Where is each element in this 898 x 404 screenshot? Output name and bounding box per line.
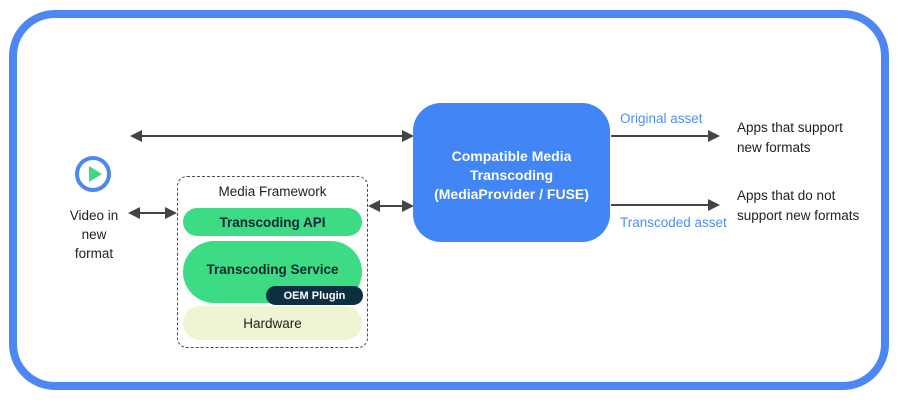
arrowhead-left-icon [128, 207, 140, 219]
media-framework-title: Media Framework [218, 184, 327, 199]
apps-no-support-label-line: support new formats [737, 207, 860, 223]
diagram-frame [9, 10, 889, 390]
transcoding-api-label: Transcoding API [219, 214, 326, 230]
arrow-line [132, 135, 412, 137]
arrow-video-to-media-framework [128, 207, 177, 219]
apps-support-label: Apps that support new formats [737, 118, 843, 157]
arrowhead-left-icon [368, 200, 380, 212]
arrow-video-to-transcoding [130, 130, 414, 142]
oem-plugin-label: OEM Plugin [283, 289, 346, 302]
arrowhead-right-icon [402, 200, 414, 212]
video-source-label-line: format [74, 246, 114, 261]
arrow-line [611, 135, 718, 137]
arrow-transcoded-asset [610, 199, 720, 211]
arrowhead-right-icon [165, 207, 177, 219]
video-source-label-line: Video in [69, 208, 119, 223]
arrow-line [370, 205, 412, 207]
transcoding-box-title-line: Transcoding [469, 167, 554, 183]
arrowhead-right-icon [402, 130, 414, 142]
transcoding-service-label: Transcoding Service [206, 261, 339, 277]
arrow-line [130, 212, 175, 214]
arrow-original-asset [610, 130, 720, 142]
arrowhead-left-icon [130, 130, 142, 142]
compatible-media-transcoding-box: Compatible Media Transcoding (MediaProvi… [413, 103, 610, 242]
original-asset-label: Original asset [620, 111, 703, 126]
apps-no-support-label: Apps that do not support new formats [737, 186, 859, 225]
transcoding-service-pill: Transcoding Service [183, 241, 362, 303]
hardware-pill: Hardware [183, 306, 362, 340]
arrow-line [611, 204, 718, 206]
apps-support-label-line: new formats [737, 139, 811, 155]
transcoding-box-title-line: (MediaProvider / FUSE) [434, 186, 589, 202]
arrow-media-framework-to-transcoding [368, 200, 414, 212]
oem-plugin-pill: OEM Plugin [266, 286, 363, 305]
media-framework-box: Media Framework Transcoding API Transcod… [177, 176, 368, 348]
arrowhead-right-icon [708, 199, 720, 211]
transcoding-box-title-line: Compatible Media [451, 148, 572, 164]
transcoding-api-pill: Transcoding API [183, 208, 362, 236]
video-source-label-line: new [81, 227, 107, 242]
arrowhead-right-icon [708, 130, 720, 142]
play-icon [75, 156, 111, 192]
play-triangle-icon [88, 166, 102, 182]
hardware-label: Hardware [243, 315, 302, 331]
apps-no-support-label-line: Apps that do not [737, 188, 836, 203]
video-source-label: Video in new format [56, 206, 132, 263]
apps-support-label-line: Apps that support [737, 120, 843, 135]
transcoded-asset-label: Transcoded asset [620, 215, 727, 230]
